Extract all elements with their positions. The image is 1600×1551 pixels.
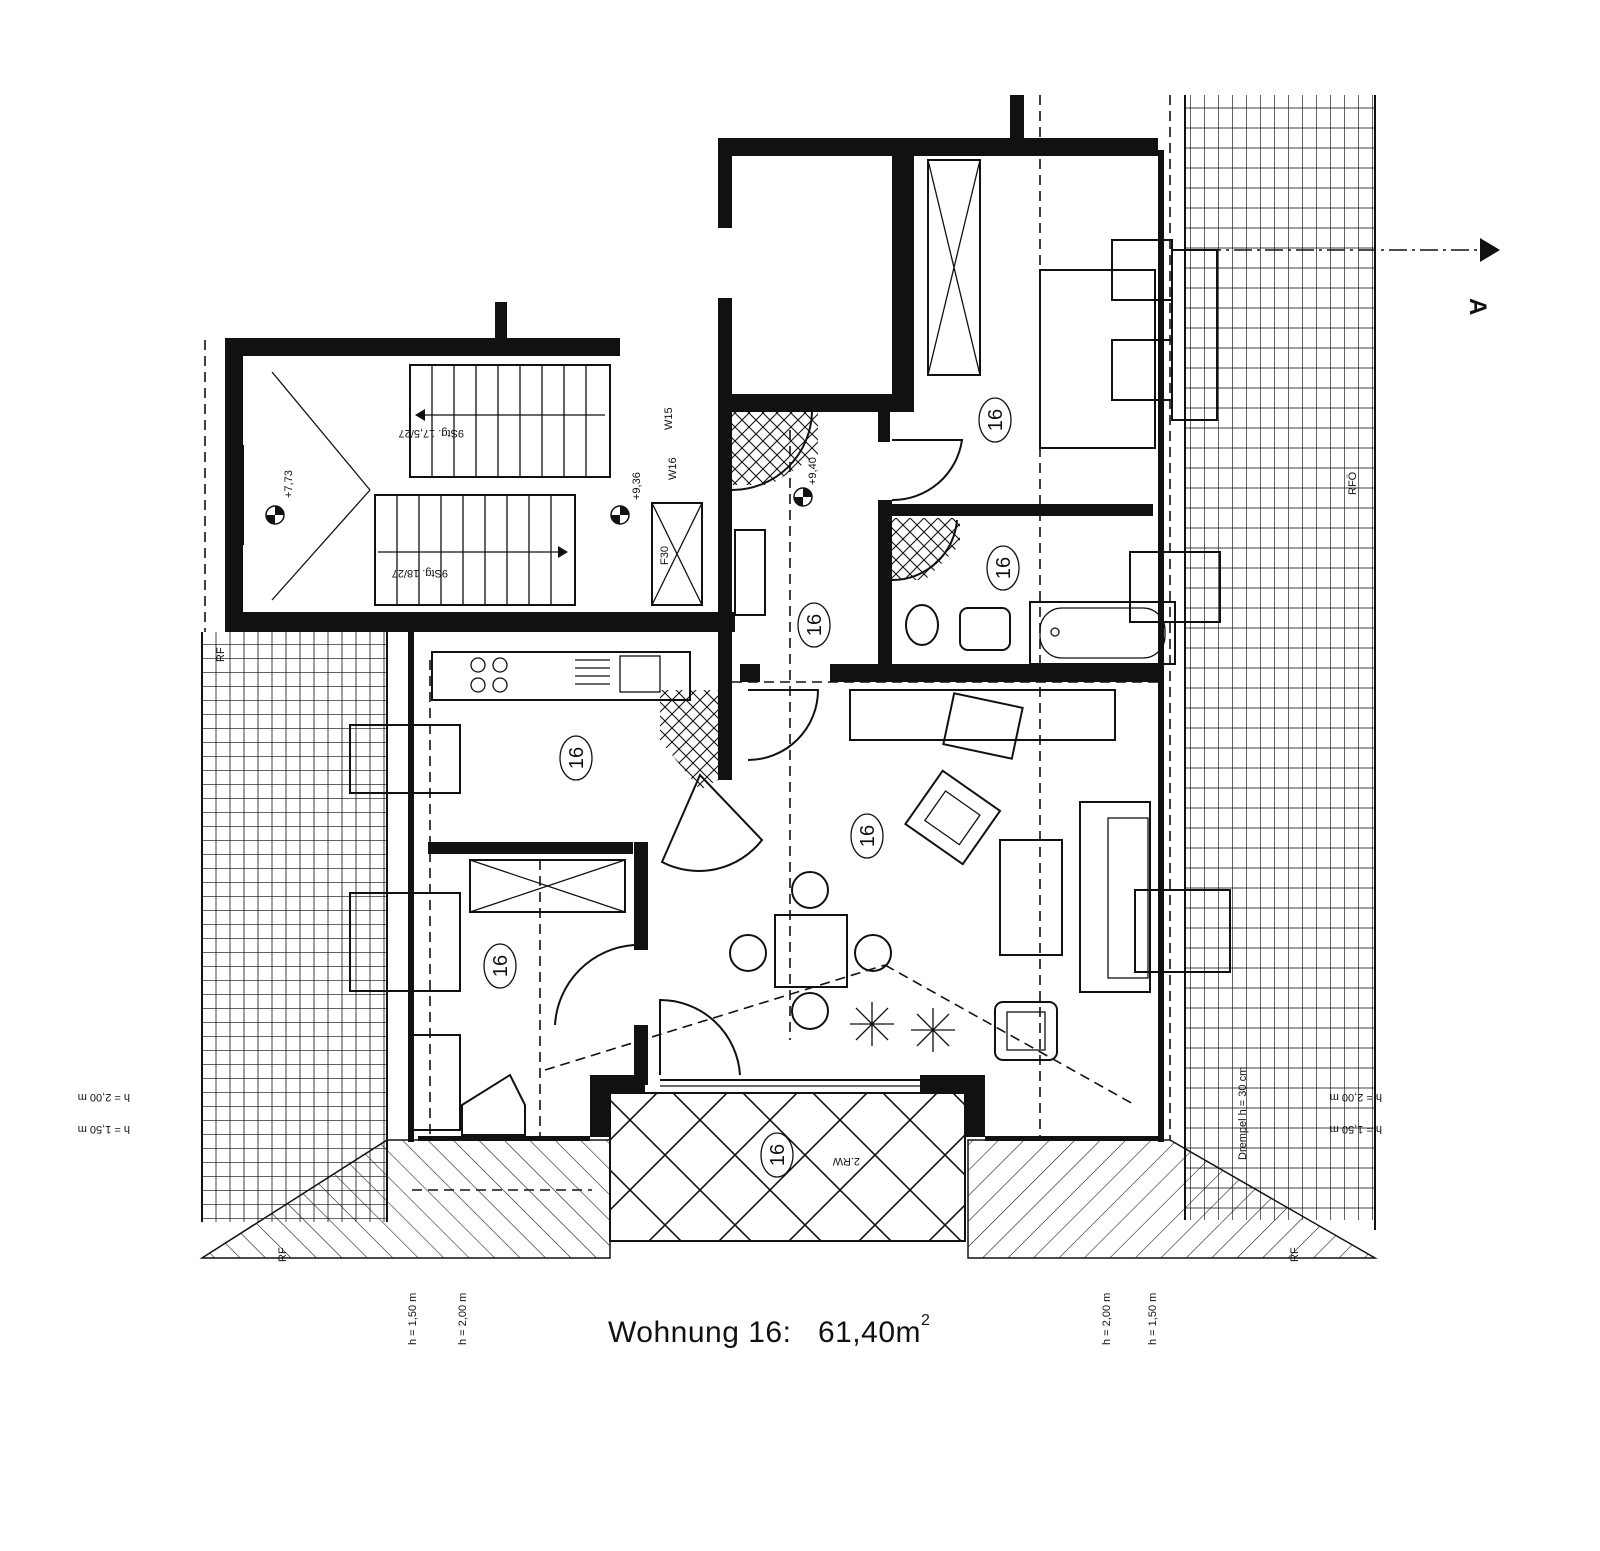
walls bbox=[225, 95, 1164, 1142]
level-hall: +9,40 bbox=[807, 457, 819, 485]
stair-label-lower: 9Stg. 18/27 bbox=[392, 567, 448, 579]
knee-wall-label: Drempel h = 30 cm bbox=[1237, 1067, 1249, 1160]
tiled-areas bbox=[660, 412, 960, 790]
height-marker-left-200: h = 2,00 m bbox=[457, 1293, 469, 1345]
level-marker-icon bbox=[793, 487, 813, 507]
labels: +7,73 +9,36 +9,40 W15 W16 9Stg. 17,5/27 … bbox=[78, 407, 1382, 1345]
roof-right bbox=[1184, 95, 1376, 1230]
height-marker-side-right-200: h = 2,00 m bbox=[1330, 1091, 1382, 1103]
roof-left bbox=[201, 632, 388, 1222]
balcony bbox=[609, 1092, 966, 1242]
level-landing: +9,36 bbox=[631, 472, 643, 500]
window-tag-w15: W15 bbox=[663, 407, 675, 430]
furniture bbox=[349, 159, 1231, 1136]
level-marker-icon bbox=[610, 505, 630, 525]
roof-mark-rf-left: RF bbox=[215, 647, 227, 662]
unit-label: Wohnung 16: bbox=[608, 1316, 792, 1349]
height-marker-side-left-200: h = 2,00 m bbox=[78, 1091, 130, 1103]
room-number: 16 bbox=[978, 397, 1012, 443]
svg-text:16: 16 bbox=[985, 409, 1007, 431]
window-tag-w16: W16 bbox=[667, 457, 679, 480]
unit-area: 61,40m bbox=[817, 1316, 922, 1349]
level-symbols bbox=[265, 487, 813, 525]
svg-text:16: 16 bbox=[767, 1144, 789, 1166]
room-number: 16 bbox=[850, 813, 884, 859]
svg-text:16: 16 bbox=[804, 614, 826, 636]
roof-mark-rf-bottom-left: RF bbox=[277, 1247, 289, 1262]
svg-text:16: 16 bbox=[566, 747, 588, 769]
room-number: 16 bbox=[797, 602, 831, 648]
room-number: 16 bbox=[760, 1132, 794, 1178]
svg-text:16: 16 bbox=[993, 557, 1015, 579]
level-marker-icon bbox=[265, 505, 285, 525]
room-number: 16 bbox=[559, 735, 593, 781]
height-marker-left-150: h = 1,50 m bbox=[407, 1293, 419, 1345]
fire-door-label: F30 bbox=[659, 546, 671, 565]
room-number: 16 bbox=[986, 545, 1020, 591]
stair-label-upper: 9Stg. 17,5/27 bbox=[399, 427, 464, 439]
doors bbox=[554, 411, 964, 1087]
room-number: 16 bbox=[483, 943, 517, 989]
staircase bbox=[232, 364, 611, 606]
room-markers: 16 16 16 16 16 16 16 bbox=[483, 397, 1020, 1178]
balcony-mark: 2.RW bbox=[832, 1155, 860, 1167]
section-marker-label: A bbox=[1464, 298, 1491, 315]
height-marker-right-150: h = 1,50 m bbox=[1147, 1293, 1159, 1345]
svg-text:16: 16 bbox=[857, 825, 879, 847]
height-marker-right-200: h = 2,00 m bbox=[1101, 1293, 1113, 1345]
outline-dashed bbox=[204, 95, 1171, 1191]
height-marker-side-left-150: h = 1,50 m bbox=[78, 1123, 130, 1135]
section-marker-a: A bbox=[1172, 238, 1500, 315]
unit-caption: Wohnung 16: 61,40m2 bbox=[608, 1312, 930, 1350]
plant-icon bbox=[850, 1002, 955, 1052]
roof-mark-rf-bottom-right: RF bbox=[1289, 1247, 1301, 1262]
level-stair-left: +7,73 bbox=[283, 470, 295, 498]
svg-text:16: 16 bbox=[490, 955, 512, 977]
height-marker-side-right-150: h = 1,50 m bbox=[1330, 1123, 1382, 1135]
roof-mark-rf-top: RFÖ bbox=[1347, 471, 1359, 495]
unit-area-exponent: 2 bbox=[921, 1312, 931, 1329]
